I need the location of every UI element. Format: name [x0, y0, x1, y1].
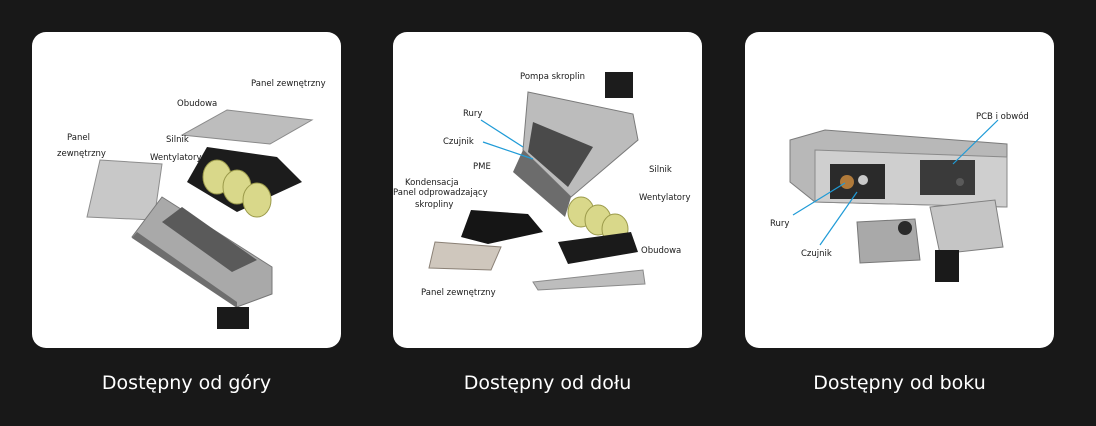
label-panel-left-line2: zewnętrzny: [57, 149, 106, 159]
label-czujnik: Czujnik: [801, 249, 832, 259]
label-pcb-i-obwod: PCB i obwód: [976, 112, 1029, 122]
label-panel-zewnetrzny-top: Panel zewnętrzny: [251, 79, 326, 89]
label-rury: Rury: [770, 219, 790, 229]
label-silnik: Silnik: [649, 165, 672, 175]
caption-side-access: Dostępny od boku: [813, 372, 986, 394]
label-czujnik: Czujnik: [443, 137, 474, 147]
label-pme: PME: [473, 162, 491, 172]
caption-top-access: Dostępny od góry: [101, 372, 272, 394]
label-obudowa: Obudowa: [177, 99, 218, 109]
label-panel-left-line1: Panel: [67, 133, 90, 143]
caption-bottom-access: Dostępny od dołu: [463, 372, 632, 394]
label-panel-zewnetrzny: Panel zewnętrzny: [421, 288, 496, 298]
label-wentylatory: Wentylatory: [150, 153, 202, 163]
label-kondensacja-line1: Kondensacja: [405, 178, 459, 188]
panel-side-access-card: PCB i obwód Rury Czujnik: [745, 32, 1054, 348]
label-obudowa: Obudowa: [641, 246, 682, 256]
label-rury: Rury: [463, 109, 483, 119]
panel-top-access-card: Panel zewnętrzny Obudowa Panel zewnętrzn…: [32, 32, 341, 348]
unit-side-view: [789, 119, 1008, 282]
label-wentylatory: Wentylatory: [639, 193, 691, 203]
panel-bottom-access-card: Pompa skroplin Rury Czujnik PME Kondensa…: [393, 32, 702, 348]
label-kondensacja-line3: skropliny: [415, 200, 454, 210]
unit-exploded-view-bottom: [428, 72, 646, 291]
unit-exploded-view-top: [86, 109, 314, 329]
label-silnik: Silnik: [166, 135, 189, 145]
label-pompa-skroplin: Pompa skroplin: [520, 72, 585, 82]
label-kondensacja-line2: Panel odprowadzający: [393, 188, 488, 198]
